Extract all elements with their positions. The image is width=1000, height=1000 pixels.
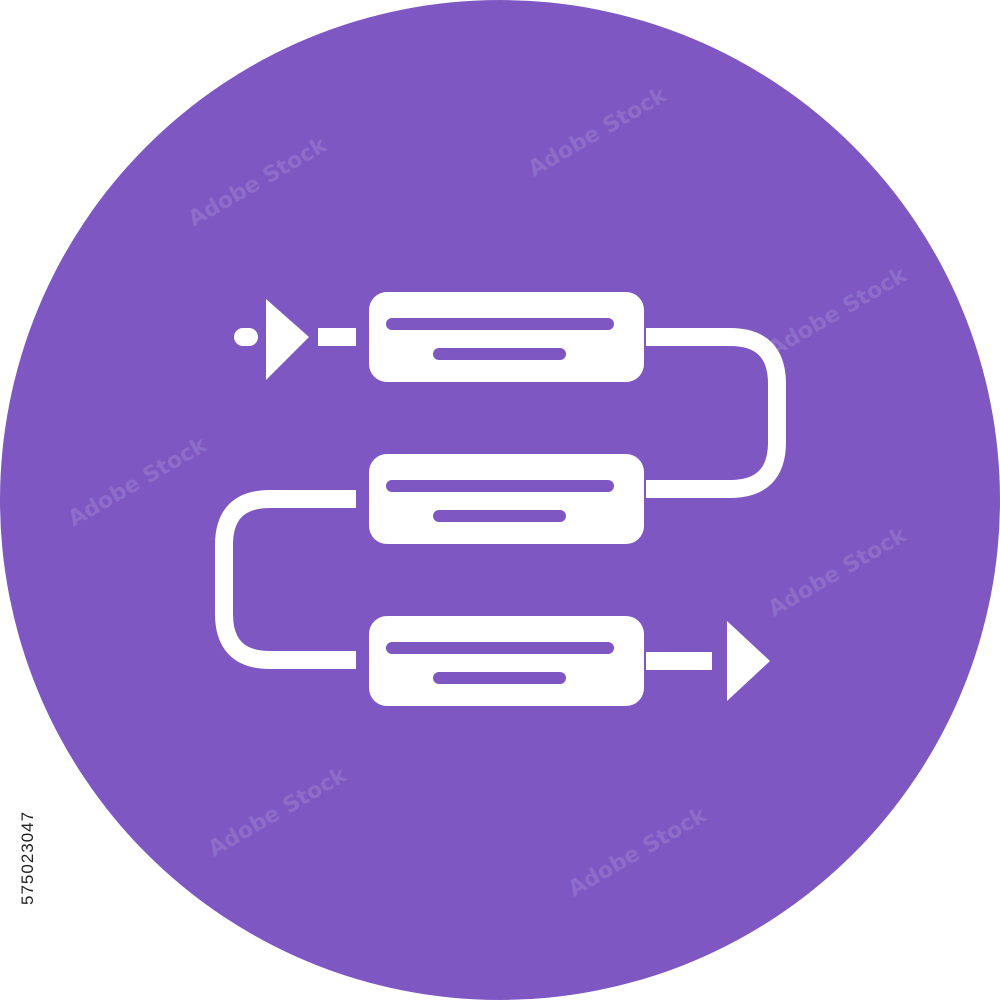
- start-arrow-icon: [234, 299, 309, 380]
- process-box-3: [369, 616, 644, 706]
- process-box-2: [369, 454, 644, 544]
- end-arrow-icon: [727, 621, 770, 701]
- connector-lines: [215, 328, 786, 670]
- process-box-1: [369, 292, 644, 382]
- stock-id-label: 575023047: [18, 810, 37, 905]
